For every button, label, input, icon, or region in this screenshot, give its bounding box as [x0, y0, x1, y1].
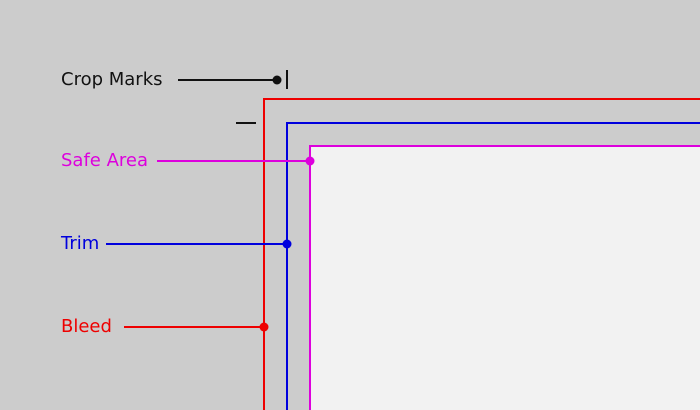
bleed-line — [263, 98, 700, 410]
bleed-label: Bleed — [61, 316, 112, 337]
safe-area-line — [309, 145, 700, 410]
page-area — [310, 145, 700, 410]
crop-marks-label: Crop Marks — [61, 69, 163, 90]
bleed-leader-dot — [259, 322, 269, 332]
trim-leader-dot — [282, 239, 292, 249]
safe-area-label: Safe Area — [61, 150, 149, 171]
safe-area-leader-dot — [305, 156, 315, 166]
trim-label: Trim — [61, 233, 100, 254]
crop-marks-leader-dot — [272, 75, 282, 85]
trim-line — [286, 122, 700, 410]
